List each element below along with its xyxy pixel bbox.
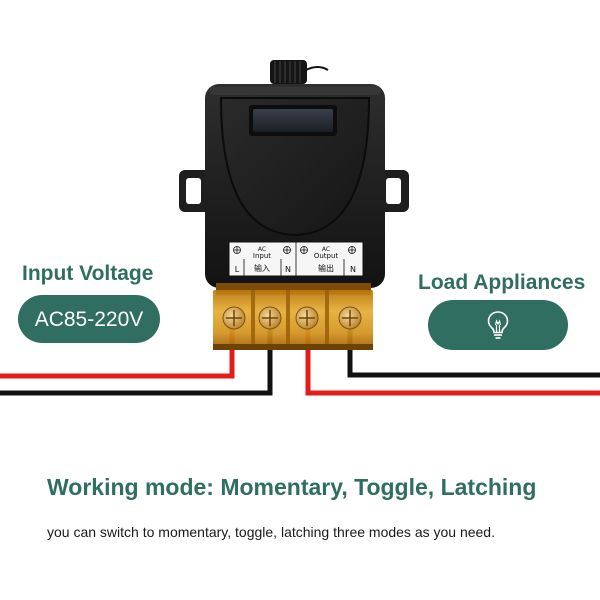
- working-mode-description: you can switch to momentary, toggle, lat…: [47, 524, 495, 540]
- input-n-label: N: [285, 265, 291, 274]
- output-n-label: N: [350, 265, 356, 274]
- output-ac-label: AC: [322, 246, 330, 253]
- output-label: Output: [314, 252, 339, 260]
- terminal-screw: [295, 306, 319, 330]
- terminal-symbol-icon: [233, 246, 356, 254]
- terminal-label-strip: AC Input 输入 L N AC Output 输出 N: [228, 241, 364, 277]
- input-voltage-badge: AC85-220V: [18, 295, 160, 343]
- input-voltage-label: Input Voltage: [22, 262, 154, 285]
- terminal-block: [213, 283, 373, 350]
- mounting-tab-left: [179, 170, 213, 212]
- load-appliances-badge: [428, 300, 568, 350]
- load-appliances-label: Load Appliances: [418, 271, 586, 294]
- output-cn-label: 输出: [318, 263, 334, 273]
- antenna: [270, 60, 329, 88]
- display-window: [249, 105, 337, 136]
- terminal-screw: [338, 306, 362, 330]
- working-mode-heading: Working mode: Momentary, Toggle, Latchin…: [47, 474, 537, 500]
- lightbulb-icon: [487, 311, 509, 339]
- terminal-screw: [258, 306, 282, 330]
- relay-module: AC Input 输入 L N AC Output 输出 N: [179, 60, 409, 350]
- terminal-screw: [222, 306, 246, 330]
- input-cn-label: 输入: [254, 263, 270, 273]
- input-voltage-value: AC85-220V: [34, 307, 144, 331]
- input-ac-label: AC: [258, 246, 266, 253]
- input-l-label: L: [235, 265, 240, 274]
- input-label: Input: [253, 252, 271, 260]
